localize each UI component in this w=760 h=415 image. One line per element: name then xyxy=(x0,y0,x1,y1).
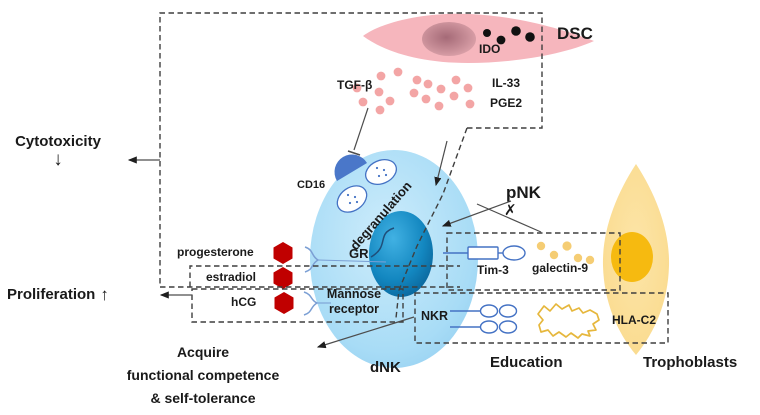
block-x-icon: ✗ xyxy=(504,202,517,219)
cd16-receptor-icon xyxy=(334,154,367,181)
dsc-nucleus xyxy=(422,22,476,56)
nkr-label: NKR xyxy=(421,309,449,323)
secretion-to-nucleus-dashed-line xyxy=(395,127,468,319)
granule-icon xyxy=(336,158,397,213)
acquire-outcome: Acquire functional competence & self-tol… xyxy=(126,344,280,406)
mannose-receptor-label: Mannose receptor xyxy=(326,287,382,316)
education-label: Education xyxy=(490,354,563,371)
arrows xyxy=(127,107,542,349)
pnk-label: pNK xyxy=(506,183,541,202)
trophoblast-nucleus xyxy=(611,232,653,282)
dsc-secretion-box xyxy=(159,12,543,288)
nkr-receptor-icon xyxy=(450,304,518,334)
cytotoxicity-label: Cytotoxicity xyxy=(15,133,101,150)
tgf-beta-label: TGF-β xyxy=(337,78,373,92)
dnk-to-acquire-arrow xyxy=(316,316,415,349)
pge2-label: PGE2 xyxy=(490,96,523,110)
education-box xyxy=(414,292,669,344)
dnk-label: dNK xyxy=(370,359,401,376)
galectin9-label: galectin-9 xyxy=(532,261,589,275)
progesterone-molecule-icon xyxy=(273,242,293,264)
pnk-to-dnk-arrow xyxy=(441,200,512,227)
estradiol-box xyxy=(189,265,460,287)
hla-c2-molecule xyxy=(537,303,600,339)
tim3-galectin9-box xyxy=(446,232,621,291)
tgfb-inhibits-cd16-arrow xyxy=(347,107,369,156)
gr-bracket xyxy=(370,227,395,258)
gr-label: GR xyxy=(349,246,369,261)
factors-to-dnk-arrow xyxy=(434,140,448,187)
estradiol-label: estradiol xyxy=(206,270,257,284)
cytotoxicity-outcome: Cytotoxicity ↓ xyxy=(2,134,114,170)
hla-c2-label: HLA-C2 xyxy=(612,313,656,327)
hcg-mannose-box xyxy=(191,288,404,323)
hcg-label: hCG xyxy=(231,295,257,309)
trophoblasts-label: Trophoblasts xyxy=(643,354,738,371)
pnk-crossed-line xyxy=(476,203,542,233)
hcg-molecule-icon xyxy=(274,292,294,314)
estradiol-molecule-icon xyxy=(273,267,293,289)
up-arrow-icon: ↑ xyxy=(100,285,109,304)
galectin9-dots xyxy=(536,241,595,265)
tim3-receptor-icon xyxy=(443,245,526,261)
hormone-molecule-icons xyxy=(273,242,294,314)
dsc-cell xyxy=(363,13,594,64)
dsc-label: DSC xyxy=(557,24,593,43)
proliferation-label: Proliferation xyxy=(7,286,96,304)
cd16-label: CD16 xyxy=(297,179,326,191)
dnk-nucleus xyxy=(369,211,433,297)
ido-dots xyxy=(483,26,535,45)
hormone-brackets xyxy=(303,246,387,316)
secreted-factor-dots xyxy=(352,67,475,115)
proliferation-outcome: Proliferation ↑ xyxy=(7,286,109,304)
tim3-label: Tim-3 xyxy=(477,263,509,277)
down-arrow-icon: ↓ xyxy=(53,148,63,170)
granule-dots xyxy=(346,166,388,205)
trophoblast-cell xyxy=(602,164,670,355)
ido-label: IDO xyxy=(479,42,501,56)
il-33-label: IL-33 xyxy=(492,76,521,90)
dashed-pathway-lines xyxy=(159,12,669,344)
progesterone-label: progesterone xyxy=(177,245,254,259)
dnk-cell xyxy=(310,150,478,368)
